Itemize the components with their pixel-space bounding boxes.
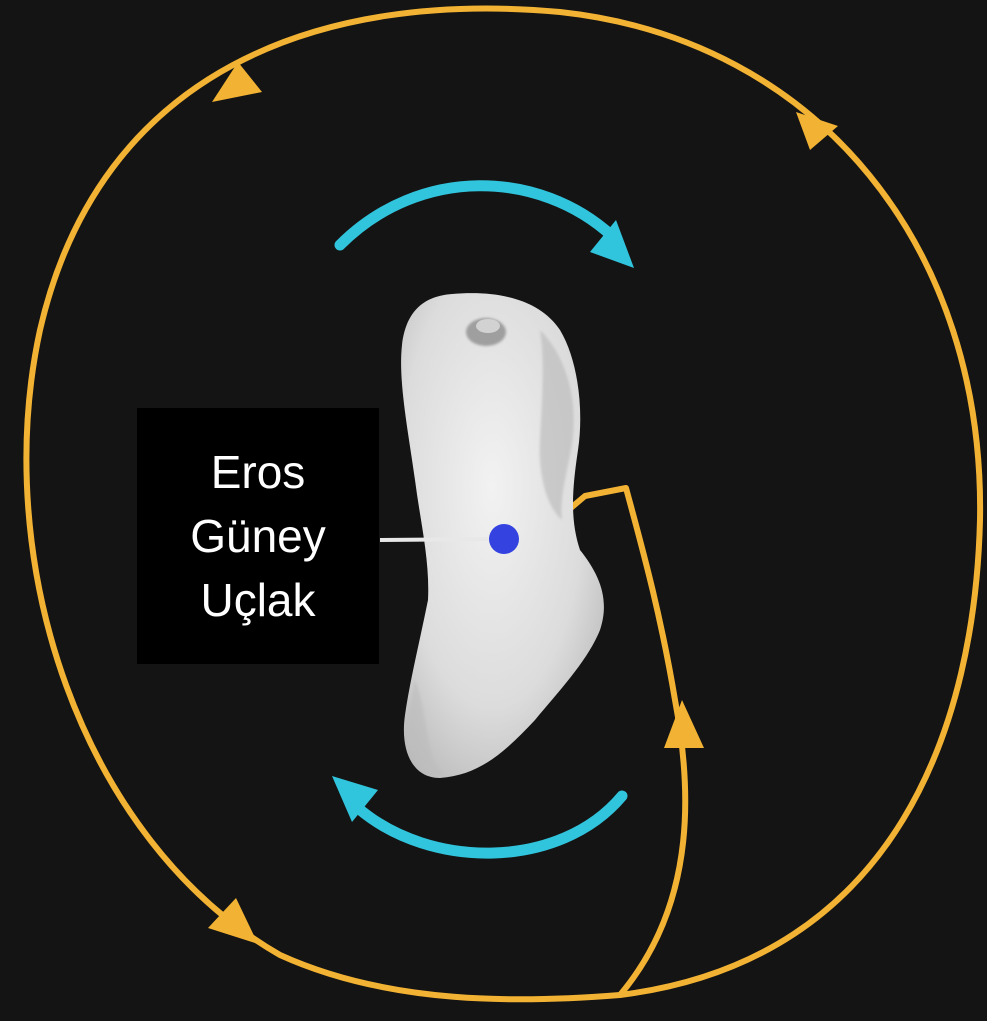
pole-pointer-line	[380, 539, 496, 540]
orbit-arrow-inner	[664, 700, 704, 748]
south-pole-marker	[489, 524, 519, 554]
eros-crater-highlight	[476, 319, 500, 333]
rotation-arc-top	[340, 186, 612, 245]
rotation-arc-bottom	[358, 796, 622, 853]
label-line-1: Eros	[211, 440, 306, 504]
orbit-arrow-bottom-left	[208, 898, 258, 944]
label-line-3: Uçlak	[200, 568, 315, 632]
orbit-arrow-top-left	[212, 62, 262, 102]
pole-label-box: Eros Güney Uçlak	[137, 408, 379, 664]
label-line-2: Güney	[190, 504, 326, 568]
